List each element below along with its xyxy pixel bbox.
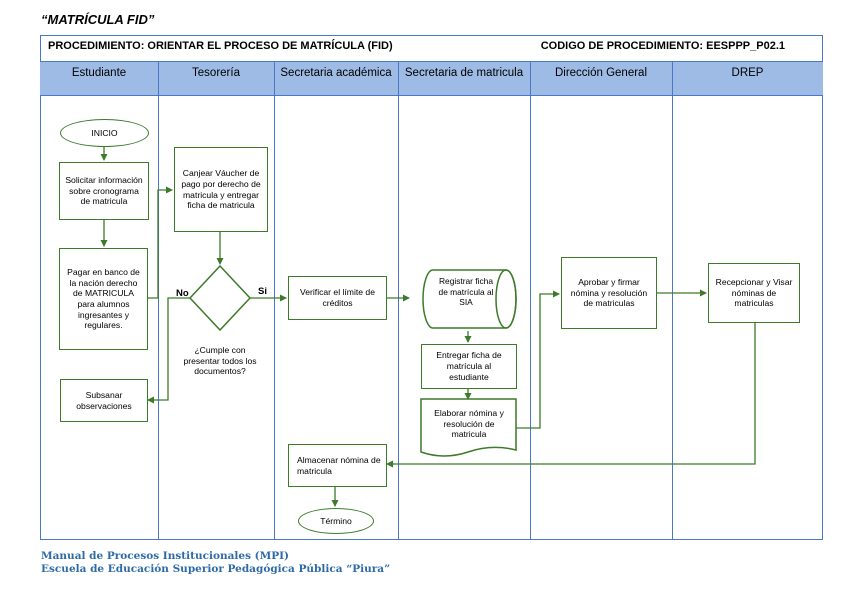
header-divider	[40, 61, 823, 62]
registrar-storage-cap	[495, 269, 517, 329]
node-entregar: Entregar ficha de matrícula al estudiant…	[421, 344, 517, 389]
lanes-header-band	[40, 61, 823, 95]
lane-divider	[158, 61, 159, 540]
flowchart-frame	[40, 35, 823, 540]
lane-header-tesoreria: Tesorería	[192, 67, 240, 79]
node-pagar: Pagar en banco de la nación derecho de M…	[59, 248, 148, 350]
edge-decision-subsanar	[147, 297, 190, 404]
node-pagar-label: Pagar en banco de la nación derecho de M…	[67, 266, 140, 331]
node-aprobar-label: Aprobar y firmar nómina y resolución de …	[570, 276, 648, 309]
node-solicitar: Solicitar información sobre cronograma d…	[59, 162, 149, 220]
procedure-name: PROCEDIMIENTO: ORIENTAR EL PROCESO DE MA…	[48, 40, 393, 52]
node-inicio: INICIO	[60, 119, 149, 147]
edge-label-no: No	[176, 288, 189, 299]
lane-header-drep: DREP	[731, 67, 764, 79]
node-entregar-label: Entregar ficha de matrícula al estudiant…	[436, 350, 502, 382]
node-aprobar: Aprobar y firmar nómina y resolución de …	[561, 257, 657, 329]
lane-header-secretaria-matricula: Secretaria de matricula	[404, 67, 524, 79]
edge-recepcionar-almacenar	[386, 323, 756, 468]
elaborar-document-shape	[420, 398, 517, 457]
lane-divider	[672, 61, 673, 540]
decision-diamond	[188, 264, 252, 332]
node-subsanar: Subsanar observaciones	[60, 379, 148, 422]
node-inicio-label: INICIO	[91, 127, 118, 138]
node-recepcionar: Recepcionar y Visar nóminas de matricula…	[708, 263, 800, 323]
node-elaborar-label: Elaborar nómina y resolución de matricul…	[434, 408, 504, 440]
footer-line-1: Manual de Procesos Institucionales (MPI)	[41, 550, 290, 562]
node-canjear: Canjear Váucher de pago por derecho de m…	[174, 147, 268, 232]
lane-header-estudiante: Estudiante	[71, 67, 127, 79]
lane-divider	[274, 61, 275, 540]
node-subsanar-label: Subsanar observaciones	[76, 389, 132, 411]
node-verificar-label: Verificar el límite de créditos	[300, 287, 375, 308]
lane-header-direccion-general: Dirección General	[554, 67, 648, 79]
node-verificar: Verificar el límite de créditos	[288, 276, 387, 320]
node-almacenar-label: Almacenar nómina de matricula	[297, 454, 381, 476]
document-title: “MATRÍCULA FID”	[41, 12, 155, 27]
lane-header-secretaria-academica: Secretaria académica	[280, 67, 392, 79]
node-termino-label: Término	[320, 515, 352, 526]
edge-label-si: Si	[258, 286, 267, 297]
lane-divider	[530, 61, 531, 540]
footer-line-2: Escuela de Educación Superior Pedagógica…	[41, 563, 391, 576]
node-termino: Término	[298, 508, 374, 534]
node-recepcionar-label: Recepcionar y Visar nóminas de matricula…	[715, 276, 793, 309]
decision-question: ¿Cumple con presentar todos los document…	[183, 345, 257, 377]
procedure-header: PROCEDIMIENTO: ORIENTAR EL PROCESO DE MA…	[40, 35, 823, 60]
node-almacenar: Almacenar nómina de matricula	[288, 444, 387, 487]
node-canjear-label: Canjear Váucher de pago por derecho de m…	[181, 168, 261, 211]
footer: Manual de Procesos Institucionales (MPI)…	[41, 550, 390, 576]
lanes-header-divider	[40, 95, 823, 96]
node-registrar-label: Registrar ficha de matrícula al SIA	[438, 276, 494, 307]
edge-elaborar-aprobar	[516, 290, 560, 429]
edge-pagar-canjear	[148, 186, 173, 299]
lane-divider	[398, 61, 399, 540]
procedure-code: CODIGO DE PROCEDIMIENTO: EESPPP_P02.1	[540, 40, 785, 52]
node-solicitar-label: Solicitar información sobre cronograma d…	[65, 174, 143, 207]
